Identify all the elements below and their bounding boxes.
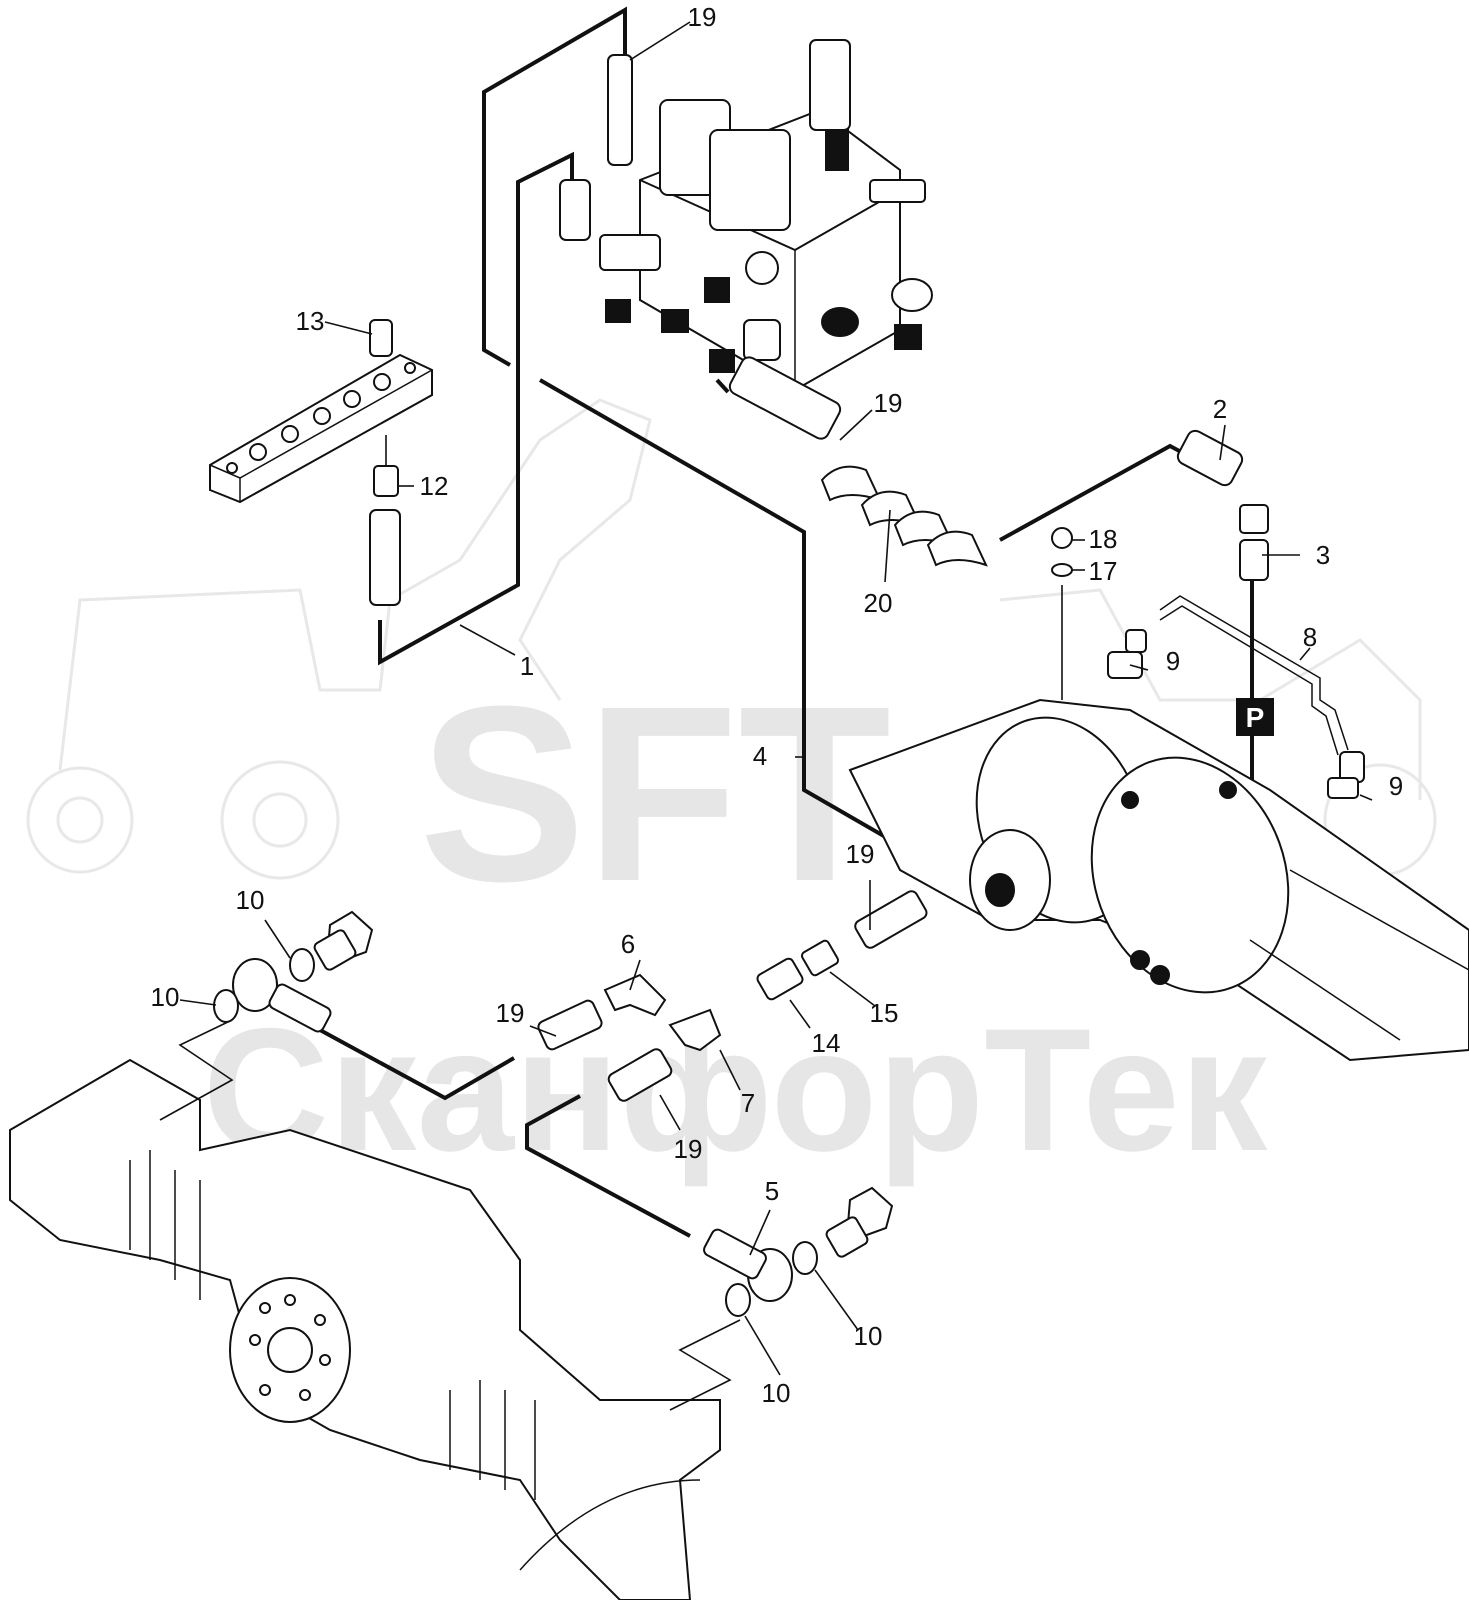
callout-9: 9 xyxy=(1389,771,1403,801)
callout-2: 2 xyxy=(1213,394,1227,424)
callout-19: 19 xyxy=(496,998,525,1028)
hose-end-2 xyxy=(1176,429,1244,487)
callout-14: 14 xyxy=(812,1028,841,1058)
callout-10: 10 xyxy=(151,982,180,1012)
callout-19: 19 xyxy=(674,1134,703,1164)
spacer-clips-20 xyxy=(820,465,988,567)
watermark-name: СканфорТек xyxy=(203,993,1268,1188)
tee-6 xyxy=(603,973,667,1017)
callout-18: 18 xyxy=(1089,524,1118,554)
distribution-manifold xyxy=(209,319,433,606)
front-axle-housing xyxy=(9,1058,721,1600)
callout-9: 9 xyxy=(1166,646,1180,676)
hose-1-outer xyxy=(482,6,627,367)
washer-10-left-top xyxy=(289,948,315,982)
leader-lines xyxy=(159,21,1373,1411)
seal-17 xyxy=(1051,563,1073,577)
tee-7 xyxy=(668,1008,722,1052)
hose-2-feed xyxy=(715,378,730,394)
bleed-screw-13 xyxy=(369,319,393,357)
rear-axle-housing xyxy=(848,698,1469,1062)
callout-17: 17 xyxy=(1089,556,1118,586)
hose-lower-left xyxy=(319,1028,516,1101)
callout-20: 20 xyxy=(864,588,893,618)
center-fittings xyxy=(537,890,928,1102)
adapter-12 xyxy=(373,465,399,497)
callout-3: 3 xyxy=(1316,540,1330,570)
hose-end-19-mid xyxy=(728,356,842,440)
hose-1-inner xyxy=(378,151,574,666)
pipe-8-b xyxy=(1159,605,1339,756)
elbow-9-left xyxy=(1107,651,1143,679)
washer-10-right-top xyxy=(792,1241,818,1275)
banjo-left xyxy=(232,958,278,1012)
callout-10: 10 xyxy=(762,1378,791,1408)
fitting-14 xyxy=(756,957,804,1001)
callout-13: 13 xyxy=(296,306,325,336)
watermark-brand: SFT xyxy=(419,654,891,933)
hose-5 xyxy=(525,1094,691,1238)
hose-end-19-axle xyxy=(854,890,928,949)
rear-axle-fittings xyxy=(1051,429,1365,799)
callout-6: 6 xyxy=(621,929,635,959)
callout-19: 19 xyxy=(688,2,717,32)
callout-19: 19 xyxy=(846,839,875,869)
adapter-15 xyxy=(800,939,840,977)
callout-1: 1 xyxy=(520,651,534,681)
adapter-3 xyxy=(1239,539,1269,581)
callout-10: 10 xyxy=(236,885,265,915)
hose-1-end xyxy=(369,509,401,606)
callout-12: 12 xyxy=(420,471,449,501)
plug-18 xyxy=(1051,527,1073,549)
hose-end-19-left xyxy=(537,999,603,1051)
callout-8: 8 xyxy=(1303,622,1317,652)
port-marker-p: P xyxy=(1236,698,1274,736)
solenoid-right xyxy=(709,129,791,231)
callout-7: 7 xyxy=(741,1088,755,1118)
port-marker-label: P xyxy=(1246,702,1265,733)
washer-10-left-bottom xyxy=(213,989,239,1023)
callout-4: 4 xyxy=(753,741,767,771)
hose-end-19-top xyxy=(607,54,633,166)
pressure-switch xyxy=(809,39,851,131)
hose-end-19-lower xyxy=(607,1048,673,1102)
pipe-8-a xyxy=(1159,595,1349,751)
callout-15: 15 xyxy=(870,998,899,1028)
brake-valve-block xyxy=(559,39,933,440)
washer-10-right-bottom xyxy=(725,1283,751,1317)
callout-10: 10 xyxy=(854,1321,883,1351)
callout-labels: 19 13 12 1 19 2 3 18 17 20 8 9 9 4 19 10… xyxy=(151,2,1404,1408)
callout-5: 5 xyxy=(765,1176,779,1206)
callout-19: 19 xyxy=(874,388,903,418)
hose-end-5 xyxy=(703,1228,767,1280)
